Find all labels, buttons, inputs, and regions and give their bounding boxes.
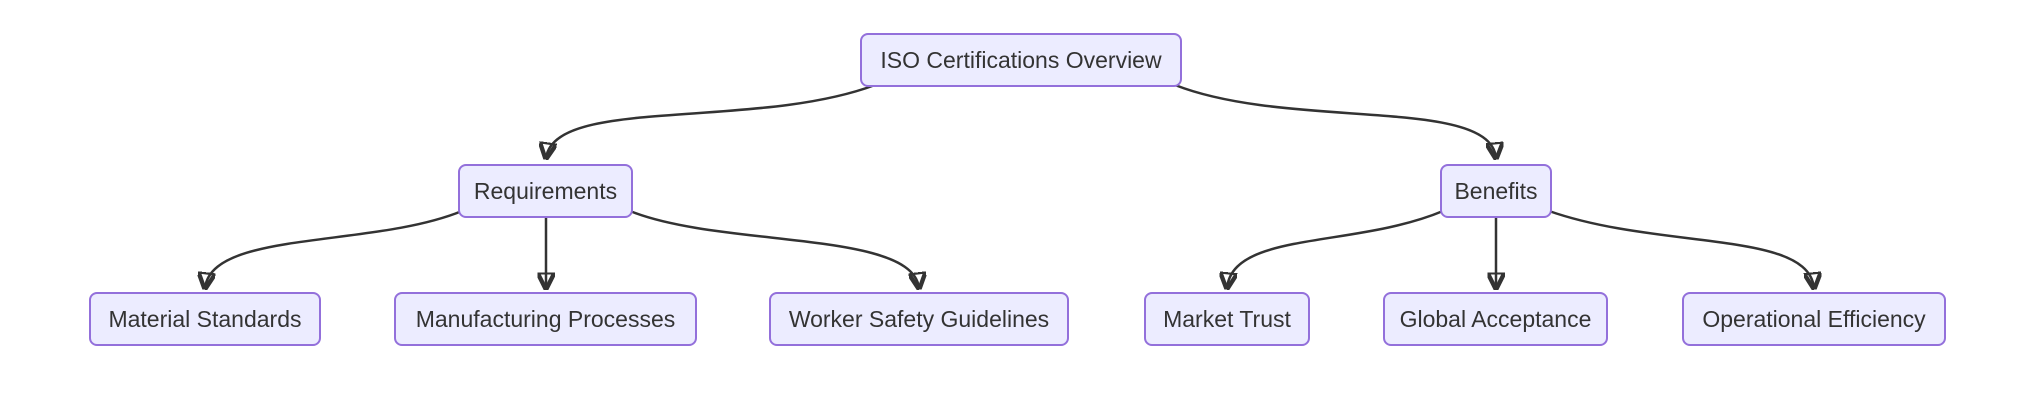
- node-manufacturing-processes: Manufacturing Processes: [394, 292, 697, 346]
- node-worker-safety-guidelines: Worker Safety Guidelines: [769, 292, 1069, 346]
- edge-requirements-to-material-standards: [205, 209, 463, 288]
- edge-root-to-requirements: [546, 83, 876, 158]
- node-benefits: Benefits: [1440, 164, 1552, 218]
- node-market-trust: Market Trust: [1144, 292, 1310, 346]
- edge-requirements-to-worker-safety-guidelines: [629, 209, 919, 288]
- edge-benefits-to-operational-efficiency: [1548, 209, 1814, 288]
- node-iso-certifications-overview: ISO Certifications Overview: [860, 33, 1182, 87]
- edge-benefits-to-market-trust: [1227, 209, 1444, 288]
- node-material-standards: Material Standards: [89, 292, 321, 346]
- node-global-acceptance: Global Acceptance: [1383, 292, 1608, 346]
- node-operational-efficiency: Operational Efficiency: [1682, 292, 1946, 346]
- edge-root-to-benefits: [1174, 83, 1496, 158]
- node-requirements: Requirements: [458, 164, 633, 218]
